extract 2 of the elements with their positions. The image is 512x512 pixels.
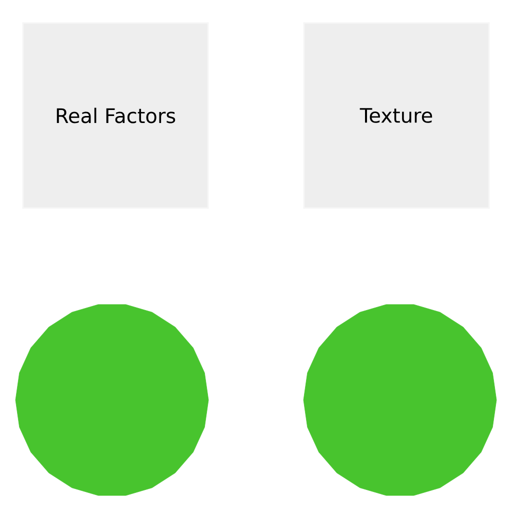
text-box: Texture — [303, 22, 490, 209]
text-box: Real Factors — [22, 22, 209, 209]
